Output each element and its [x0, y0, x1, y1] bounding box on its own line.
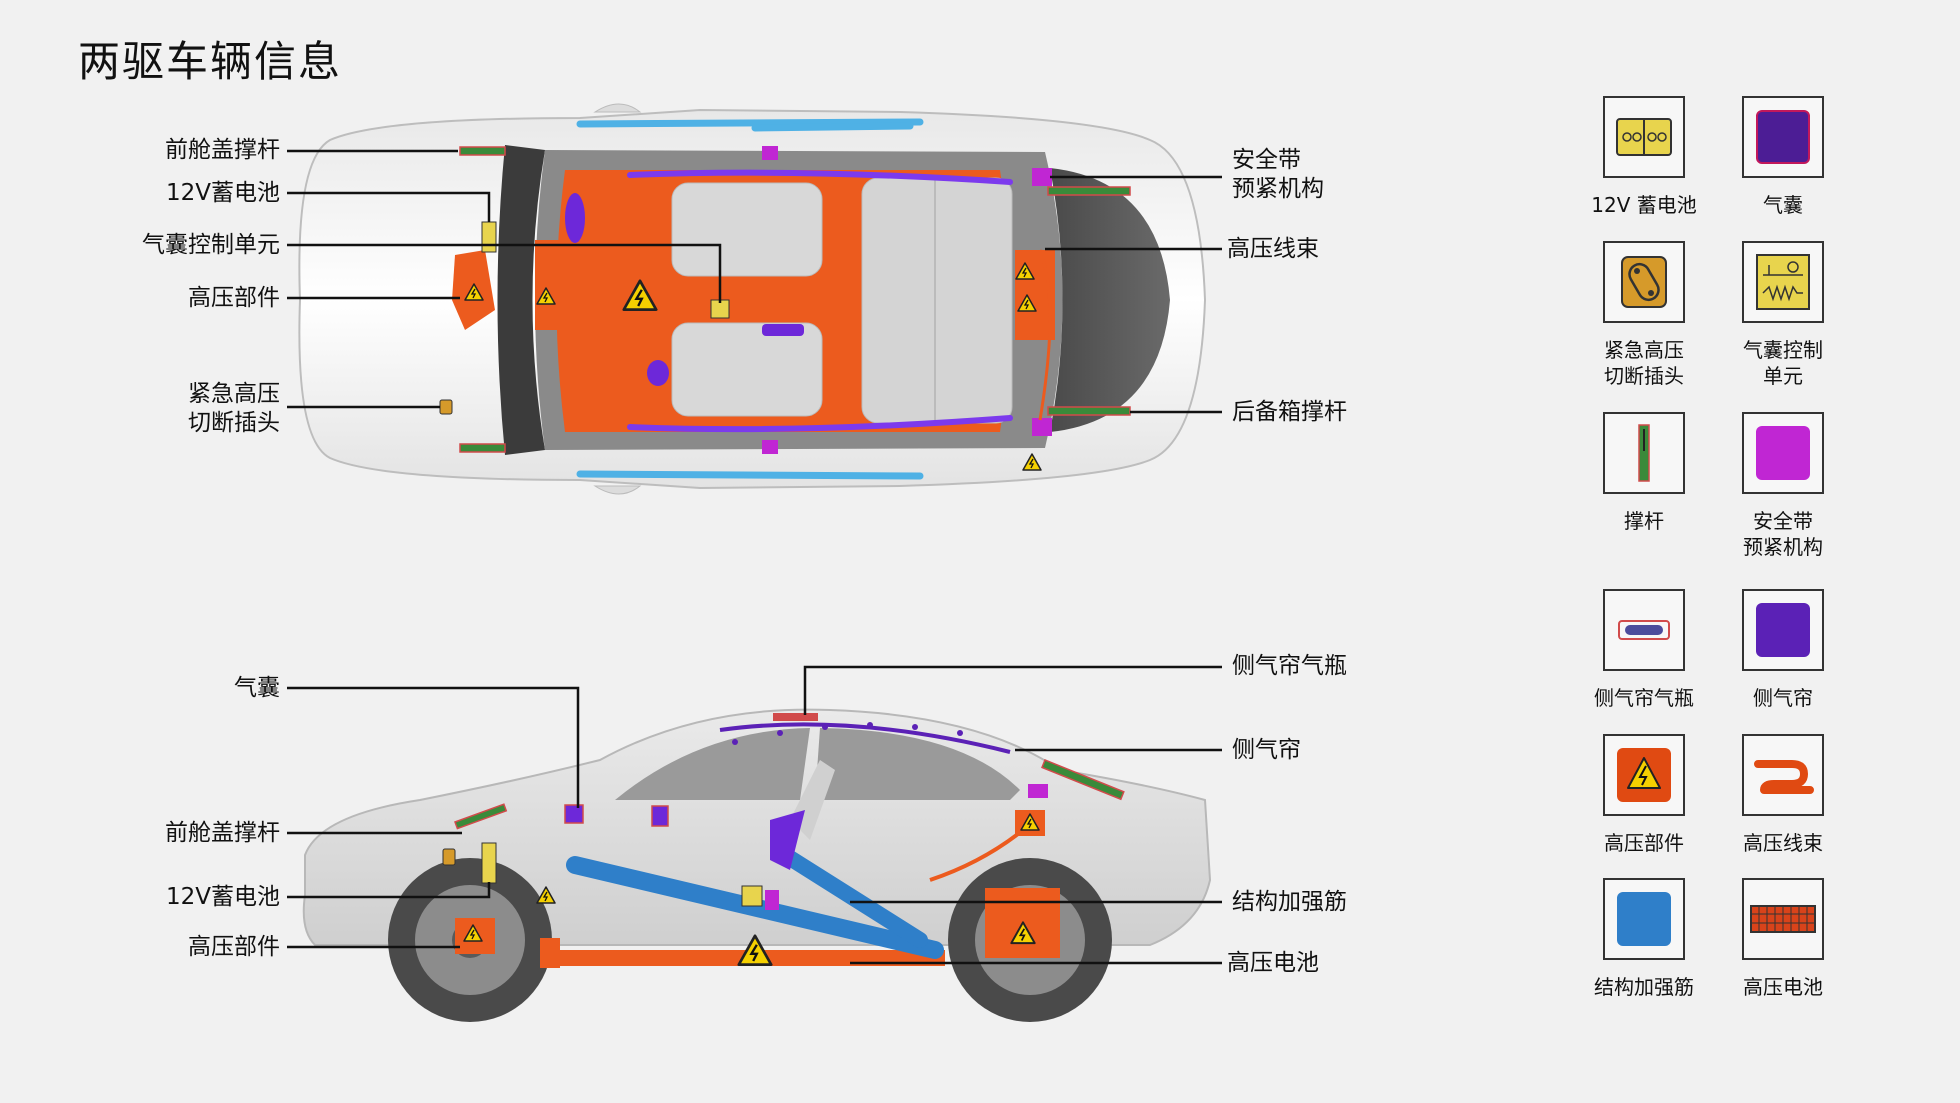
- legend-label: 气囊控制 单元: [1743, 338, 1823, 388]
- legend-item-strut: 撑杆: [1574, 412, 1714, 534]
- label-hv-component-top: 高压部件: [188, 285, 280, 311]
- legend-item-hv-battery: 高压电池: [1713, 878, 1853, 1000]
- legend-label: 高压部件: [1604, 831, 1684, 855]
- reinforcement-icon: [1603, 878, 1685, 960]
- label-bonnet-strut-top: 前舱盖撑杆: [165, 137, 280, 163]
- label-battery-12v-side: 12V蓄电池: [165, 884, 280, 910]
- legend-label: 结构加强筋: [1594, 975, 1694, 999]
- legend-label: 侧气帘: [1753, 686, 1813, 710]
- label-hv-battery-side: 高压电池: [1227, 950, 1319, 976]
- label-reinforcement-side: 结构加强筋: [1232, 889, 1347, 915]
- strut-icon: [1603, 412, 1685, 494]
- hv-battery-icon: [1742, 878, 1824, 960]
- battery-12v-icon: [1603, 96, 1685, 178]
- label-seatbelt-pretensioner-top: 安全带 预紧机构: [1232, 147, 1324, 202]
- legend-label: 安全带 预紧机构: [1743, 509, 1823, 559]
- legend-item-curtain-airbag: 侧气帘: [1713, 589, 1853, 711]
- side-view-car: [302, 708, 1212, 1022]
- label-bonnet-strut-side: 前舱盖撑杆: [165, 820, 280, 846]
- label-airbag-side: 气囊: [234, 675, 280, 701]
- legend-item-battery-12v: 12V 蓄电池: [1574, 96, 1714, 218]
- curtain-airbag-icon: [1742, 589, 1824, 671]
- legend-item-hv-harness: 高压线束: [1713, 734, 1853, 856]
- legend-item-airbag-control: 气囊控制 单元: [1713, 241, 1853, 389]
- airbag-icon: [1742, 96, 1824, 178]
- airbag-control-icon: [1742, 241, 1824, 323]
- seatbelt-pretensioner-icon: [1742, 412, 1824, 494]
- legend-item-curtain-inflator: 侧气帘气瓶: [1574, 589, 1714, 711]
- hv-component-icon: [1603, 734, 1685, 816]
- legend-label: 侧气帘气瓶: [1594, 686, 1694, 710]
- curtain-inflator-icon: [1603, 589, 1685, 671]
- label-hv-component-side: 高压部件: [188, 934, 280, 960]
- legend-item-emergency-cutoff: 紧急高压 切断插头: [1574, 241, 1714, 389]
- label-hv-harness-top: 高压线束: [1227, 236, 1319, 262]
- label-tailgate-strut-top: 后备箱撑杆: [1232, 399, 1347, 425]
- label-emergency-cutoff-top: 紧急高压 切断插头: [188, 381, 280, 436]
- emergency-cutoff-icon: [1603, 241, 1685, 323]
- legend-item-airbag: 气囊: [1713, 96, 1853, 218]
- legend-label: 12V 蓄电池: [1591, 193, 1697, 217]
- label-battery-12v-top: 12V蓄电池: [165, 180, 280, 206]
- legend-label: 紧急高压 切断插头: [1604, 338, 1684, 388]
- legend-item-hv-component: 高压部件: [1574, 734, 1714, 856]
- label-airbag-control-top: 气囊控制单元: [142, 232, 280, 258]
- top-view-car: [298, 103, 1207, 495]
- legend-label: 气囊: [1763, 193, 1803, 217]
- label-curtain-airbag-side: 侧气帘: [1232, 737, 1301, 763]
- leader-lines: [287, 149, 1222, 965]
- page-title: 两驱车辆信息: [78, 37, 343, 86]
- hv-harness-icon: [1742, 734, 1824, 816]
- legend-label: 高压电池: [1743, 975, 1823, 999]
- legend-item-reinforcement: 结构加强筋: [1574, 878, 1714, 1000]
- legend-label: 撑杆: [1624, 509, 1664, 533]
- legend-label: 高压线束: [1743, 831, 1823, 855]
- legend-item-seatbelt-pretensioner: 安全带 预紧机构: [1713, 412, 1853, 560]
- label-curtain-inflator-side: 侧气帘气瓶: [1232, 653, 1347, 679]
